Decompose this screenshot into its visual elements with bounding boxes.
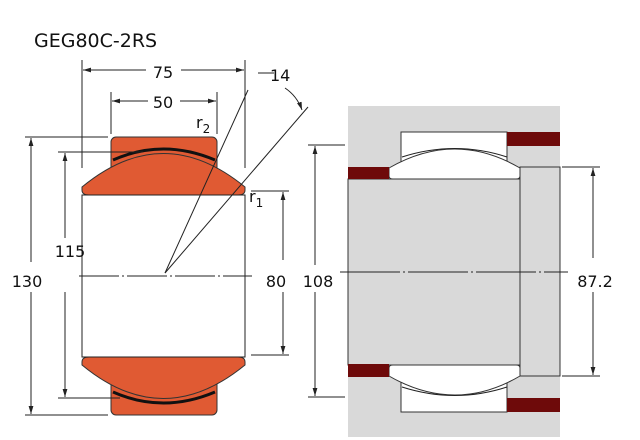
right-view: 108 87.2 [303, 106, 613, 437]
left-view: 75 50 130 115 80 14 r2 r1 [12, 60, 309, 416]
seal-top-right [507, 132, 560, 146]
inner-ring-bottom [81, 356, 246, 399]
label-r1: r1 [249, 187, 263, 210]
seal-top-left [348, 167, 389, 179]
dim-130: 130 [12, 272, 43, 291]
dim-50: 50 [153, 93, 173, 112]
inner-ring-top [81, 153, 246, 196]
dim-75: 75 [153, 63, 173, 82]
label-r2: r2 [196, 113, 210, 136]
seal-bottom-right [507, 398, 560, 412]
product-title: GEG80C-2RS [34, 30, 158, 52]
dim-angle-14: 14 [270, 66, 290, 85]
dim-80: 80 [266, 272, 286, 291]
sphere-contact-top [112, 147, 216, 162]
dim-87-2: 87.2 [577, 272, 613, 291]
sphere-contact-bottom [112, 390, 216, 405]
seal-bottom-left [348, 364, 389, 377]
dim-108: 108 [303, 272, 334, 291]
dim-115: 115 [55, 242, 86, 261]
